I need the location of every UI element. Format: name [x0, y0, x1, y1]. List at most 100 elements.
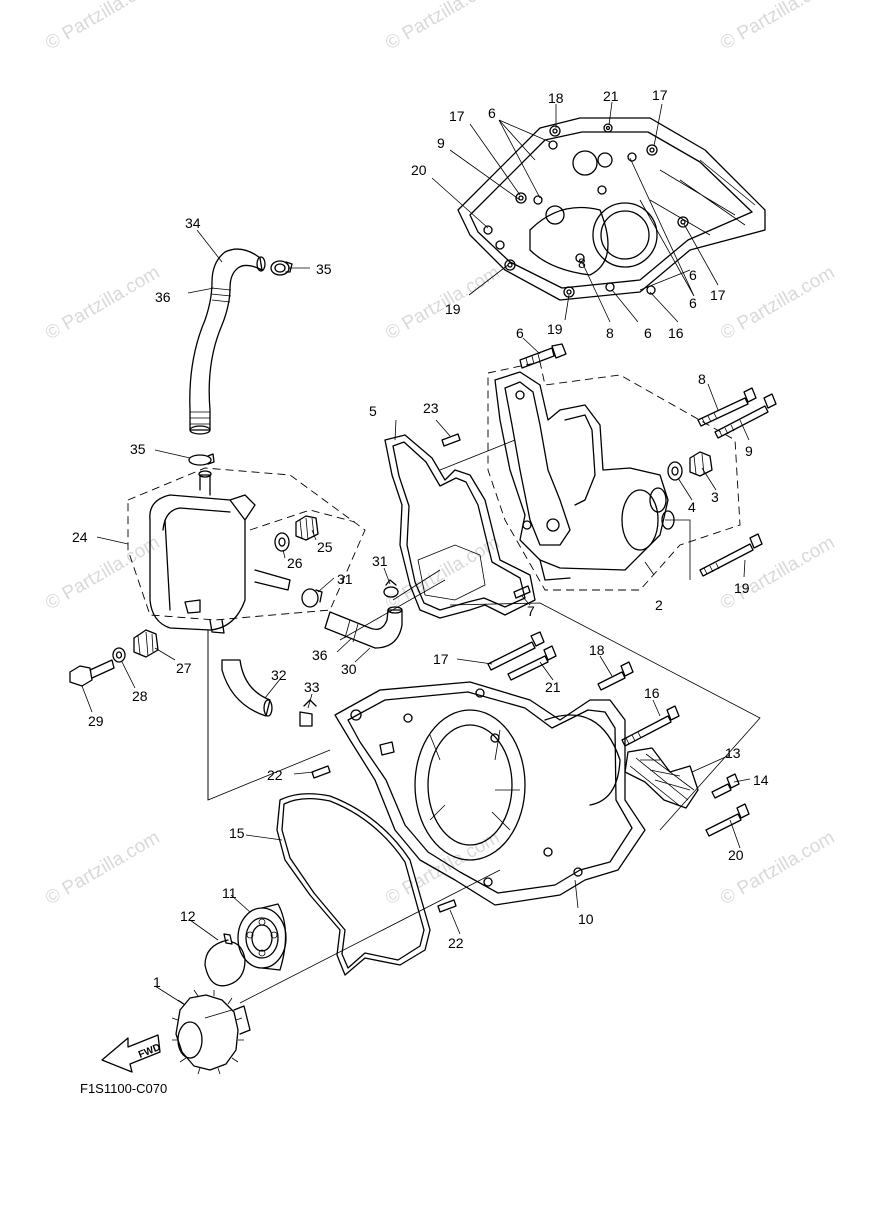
callout-label: 17 [433, 651, 449, 667]
callout-label: 34 [185, 215, 201, 231]
callout-label: 20 [411, 162, 427, 178]
callout-label: 9 [437, 135, 445, 151]
callout-label: 21 [603, 88, 619, 104]
dowel-pin-22b [437, 899, 457, 913]
dowel-pin-23 [441, 433, 461, 447]
callout-label: 33 [304, 679, 320, 695]
callout-label: 17 [710, 287, 726, 303]
watermark-text: © Partzilla.com [42, 532, 163, 614]
callout-label: 31 [372, 553, 388, 569]
callout-label: 24 [72, 529, 88, 545]
bolt-17-cover [487, 631, 545, 671]
watermark-text: © Partzilla.com [717, 532, 838, 614]
callout-label: 16 [644, 685, 660, 701]
callout-leaders [81, 101, 751, 1006]
callout-label: 36 [155, 289, 171, 305]
callout-label: 35 [316, 261, 332, 277]
callout-label: 19 [445, 301, 461, 317]
hose-clamp-31b [383, 579, 399, 598]
bolt-18-cover [597, 661, 634, 691]
crankcase-inner-view [457, 117, 766, 301]
callout-label: 32 [271, 667, 287, 683]
callout-label: 16 [668, 325, 684, 341]
fwd-label: FWD [137, 1042, 162, 1061]
callout-label: 10 [578, 911, 594, 927]
callout-label: 15 [229, 825, 245, 841]
crankcase-cover [334, 602, 761, 906]
breather-hose [189, 248, 266, 435]
callout-label: 4 [688, 499, 696, 515]
callout-label: 3 [711, 489, 719, 505]
callout-label: 6 [516, 325, 524, 341]
callout-label: 11 [222, 885, 237, 901]
callout-label: 8 [606, 325, 614, 341]
drive-gear [171, 989, 251, 1075]
dowel-pin-7 [513, 585, 531, 599]
callout-label: 9 [745, 443, 753, 459]
callout-labels: 1 2 3 4 5 6 6 6 6 6 7 8 8 8 9 9 10 11 12… [72, 87, 769, 990]
watermark-text: © Partzilla.com [42, 0, 163, 54]
callout-label: 6 [689, 267, 697, 283]
callout-label: 19 [547, 321, 563, 337]
watermark-text: © Partzilla.com [382, 262, 503, 344]
callout-label: 20 [728, 847, 744, 863]
bolt-20-cover [705, 803, 750, 837]
callout-label: 5 [369, 403, 377, 419]
callout-label: 6 [644, 325, 652, 341]
callout-label: 28 [132, 688, 148, 704]
drain-bolt-assembly [69, 629, 159, 687]
oil-hose-30 [324, 606, 403, 649]
cover-gasket [384, 434, 536, 619]
watermark-text: © Partzilla.com [717, 262, 838, 344]
callout-label: 14 [753, 772, 769, 788]
callout-label: 6 [689, 295, 697, 311]
forward-arrow-icon: FWD [101, 1034, 162, 1073]
callout-label: 19 [734, 580, 750, 596]
bolt-14 [711, 773, 740, 799]
bolt-9 [714, 393, 777, 439]
callout-label: 6 [488, 105, 496, 121]
bolt-holes [483, 123, 689, 298]
oil-pump-housing [487, 361, 741, 591]
callout-label: 7 [527, 603, 535, 619]
callout-label: 2 [655, 597, 663, 613]
diagram-code: F1S1100-C070 [80, 1081, 167, 1096]
oil-tank [127, 467, 366, 634]
watermark-text: © Partzilla.com [717, 827, 838, 909]
bolt-21-cover [507, 645, 557, 681]
bolt-8 [697, 387, 757, 427]
watermark-text: © Partzilla.com [382, 0, 503, 54]
callout-label: 30 [341, 661, 357, 677]
cover-gasket-15 [276, 793, 431, 976]
callout-label: 25 [317, 539, 333, 555]
dowel-pin-22a [311, 765, 331, 779]
watermark-text: © Partzilla.com [42, 827, 163, 909]
callout-label: 23 [423, 400, 439, 416]
callout-label: 12 [180, 908, 196, 924]
hose-clamp-31a [301, 588, 323, 608]
callout-label: 35 [130, 441, 146, 457]
callout-label: 18 [548, 90, 564, 106]
bolt-19-right [699, 533, 763, 577]
callout-label: 36 [312, 647, 328, 663]
callout-label: 22 [267, 767, 283, 783]
bolt-16-cover [621, 705, 680, 747]
callout-label: 29 [88, 713, 104, 729]
watermark-text: © Partzilla.com [717, 0, 838, 54]
callout-label: 17 [652, 87, 668, 103]
hose-clamp-lower [188, 453, 215, 466]
callout-label: 8 [698, 371, 706, 387]
callout-label: 8 [578, 255, 586, 271]
watermark-text: © Partzilla.com [382, 827, 503, 909]
callout-label: 27 [176, 660, 192, 676]
callout-label: 18 [589, 642, 605, 658]
callout-label: 22 [448, 935, 464, 951]
callout-label: 1 [153, 974, 161, 990]
circlip [204, 933, 246, 987]
watermark-text: © Partzilla.com [42, 262, 163, 344]
callout-label: 21 [545, 679, 561, 695]
oil-tank-plug [274, 515, 319, 552]
callout-label: 17 [449, 108, 465, 124]
